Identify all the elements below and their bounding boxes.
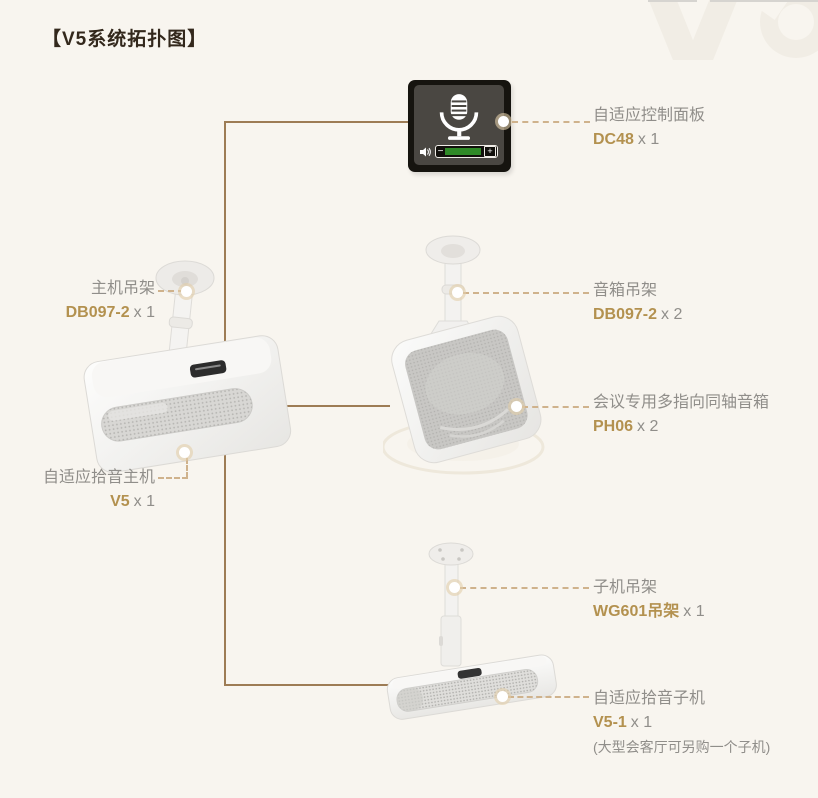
top-edge-strip	[648, 0, 697, 2]
speaker-icon	[420, 147, 431, 156]
leader-panel	[512, 121, 590, 123]
qty-text: x 2	[661, 306, 683, 323]
model-text: PH06	[593, 418, 634, 435]
speaker-body	[391, 315, 542, 464]
qty-text: x 1	[133, 493, 155, 510]
brand-logo-plate	[457, 667, 482, 679]
connector-line-middle	[268, 405, 390, 407]
node-dot-sub-hanger	[449, 582, 460, 593]
volume-control-row: − +	[414, 145, 504, 165]
watermark-ring-hole	[778, 4, 814, 40]
speaker-hanger-pole	[425, 235, 481, 338]
microphone-icon	[437, 85, 481, 145]
brand-logo-plate	[189, 360, 227, 378]
node-dot-panel	[498, 116, 509, 127]
model-text: DB097-2	[593, 306, 658, 323]
leader-main-hanger	[158, 290, 184, 292]
model-text: DC48	[593, 131, 634, 148]
leader-main-unit-elbow	[186, 458, 188, 478]
page-title: 【V5系统拓扑图】	[42, 29, 208, 50]
connector-line-bottom	[224, 684, 394, 686]
connector-line-top	[224, 121, 409, 123]
control-panel-device: − +	[408, 80, 511, 172]
speaker-grille	[405, 329, 528, 450]
main-unit-illustration	[83, 260, 292, 473]
volume-minus-button[interactable]: −	[437, 145, 444, 157]
main-unit-body	[83, 335, 292, 473]
leader-main-unit	[158, 477, 188, 479]
speaker-illustration	[383, 235, 545, 475]
leader-sub-hanger	[460, 587, 589, 589]
callout-label: 主机吊架	[90, 280, 155, 297]
callout-note: (大型会客厅可另购一个子机)	[593, 739, 771, 755]
model-text: V5	[110, 493, 130, 510]
node-dot-speaker	[511, 401, 522, 412]
sub-unit-illustration	[386, 542, 557, 720]
qty-text: x 1	[133, 304, 155, 321]
node-dot-main-hanger	[181, 286, 192, 297]
qty-text: x 1	[683, 603, 705, 620]
callout-label: 音箱吊架	[593, 282, 658, 299]
volume-slider[interactable]: − +	[435, 145, 498, 158]
model-text: WG601吊架	[593, 603, 680, 620]
volume-plus-button[interactable]: +	[484, 146, 496, 157]
main-hanger-pole	[155, 260, 215, 358]
callout-label: 会议专用多指向同轴音箱	[593, 394, 770, 411]
model-text: V5-1	[593, 714, 627, 731]
qty-text: x 1	[630, 714, 653, 731]
leader-speaker	[522, 406, 589, 408]
callout-label: 子机吊架	[593, 579, 658, 596]
watermark-v-stroke	[683, 0, 743, 60]
qty-text: x 1	[637, 131, 660, 148]
leader-speaker-hanger	[463, 292, 589, 294]
qty-text: x 2	[637, 418, 659, 435]
sub-hanger-pole	[428, 542, 474, 667]
volume-level-fill	[445, 148, 481, 155]
node-dot-sub-unit	[497, 691, 508, 702]
node-dot-speaker-hanger	[452, 287, 463, 298]
callout-label: 自适应拾音主机	[42, 469, 155, 486]
top-edge-strip	[710, 0, 818, 2]
sub-unit-grille	[396, 669, 539, 712]
control-panel-screen: − +	[414, 85, 504, 165]
model-text: DB097-2	[65, 304, 130, 321]
callout-label: 自适应控制面板	[593, 107, 706, 124]
leader-sub-unit	[508, 696, 589, 698]
sub-unit-body	[386, 654, 557, 720]
callout-label: 自适应拾音子机	[593, 690, 706, 707]
node-dot-main-unit	[179, 447, 190, 458]
watermark-decoration	[638, 0, 818, 60]
main-unit-grille	[101, 388, 253, 442]
